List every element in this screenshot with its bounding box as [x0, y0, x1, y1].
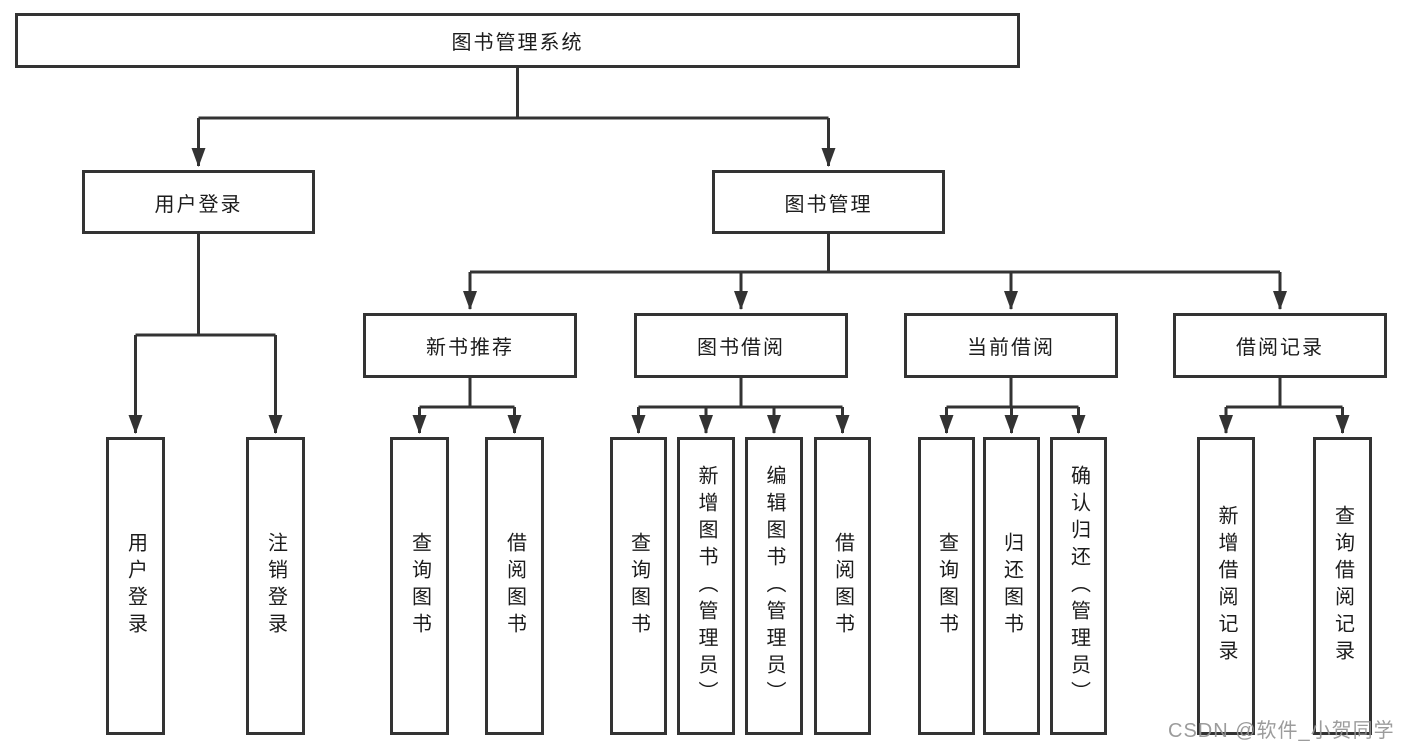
leaf-cb-confirm-return-admin: 确认归还（管理员） [1050, 437, 1107, 735]
node-borrowing-records: 借阅记录 [1173, 313, 1387, 378]
node-new-book-recommend: 新书推荐 [363, 313, 577, 378]
leaf-bb-add-books-admin-label: 新增图书（管理员） [695, 464, 717, 708]
leaf-cb-query-books: 查询图书 [918, 437, 975, 735]
leaf-cb-confirm-return-admin-label: 确认归还（管理员） [1067, 464, 1090, 708]
leaf-nbr-borrow-books-label: 借阅图书 [503, 532, 526, 640]
leaf-user-login-label: 用户登录 [124, 532, 147, 640]
leaf-br-add-record: 新增借阅记录 [1197, 437, 1255, 735]
leaf-logout-label: 注销登录 [264, 532, 287, 640]
node-current-borrowing: 当前借阅 [904, 313, 1118, 378]
leaf-bb-borrow-books: 借阅图书 [814, 437, 871, 735]
leaf-bb-query-books: 查询图书 [610, 437, 667, 735]
branch-book-management: 图书管理 [712, 170, 945, 234]
leaf-nbr-query-books: 查询图书 [390, 437, 449, 735]
leaf-cb-return-books: 归还图书 [983, 437, 1040, 735]
leaf-br-query-record-label: 查询借阅记录 [1331, 505, 1354, 667]
leaf-bb-query-books-label: 查询图书 [627, 532, 650, 640]
leaf-cb-return-books-label: 归还图书 [1000, 532, 1023, 640]
leaf-bb-borrow-books-label: 借阅图书 [831, 532, 854, 640]
leaf-user-login: 用户登录 [106, 437, 165, 735]
root-node-library-management-system: 图书管理系统 [15, 13, 1020, 68]
leaf-br-query-record: 查询借阅记录 [1313, 437, 1372, 735]
csdn-watermark: CSDN @软件_小贺同学 [1168, 720, 1395, 742]
leaf-cb-query-books-label: 查询图书 [935, 532, 958, 640]
leaf-nbr-borrow-books: 借阅图书 [485, 437, 544, 735]
leaf-nbr-query-books-label: 查询图书 [408, 532, 431, 640]
leaf-br-add-record-label: 新增借阅记录 [1215, 505, 1237, 667]
leaf-logout: 注销登录 [246, 437, 305, 735]
node-book-borrowing: 图书借阅 [634, 313, 848, 378]
leaf-bb-edit-books-admin-label: 编辑图书（管理员） [763, 464, 785, 708]
leaf-bb-add-books-admin: 新增图书（管理员） [677, 437, 735, 735]
branch-user-login: 用户登录 [82, 170, 315, 234]
leaf-bb-edit-books-admin: 编辑图书（管理员） [745, 437, 803, 735]
